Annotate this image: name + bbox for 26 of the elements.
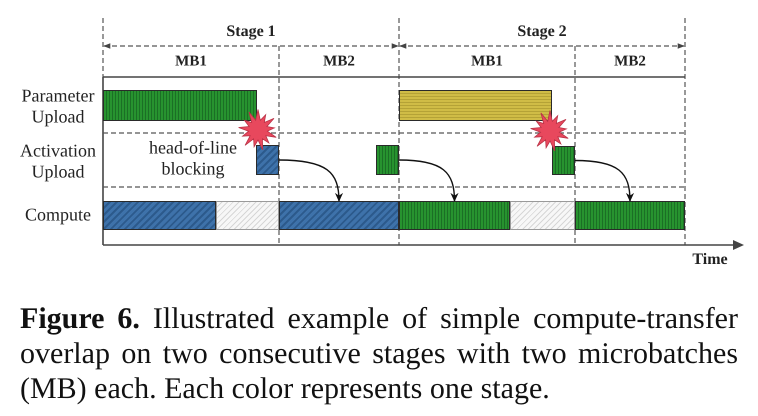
- stage-label: Stage 2: [517, 22, 567, 42]
- stage-label: Stage 1: [226, 22, 276, 42]
- microbatch-label: MB2: [614, 53, 646, 71]
- transfer-bar: [103, 90, 257, 121]
- row-label: Parameter Upload: [22, 85, 94, 127]
- microbatch-label: MB1: [471, 53, 503, 71]
- microbatch-label: MB1: [175, 53, 207, 71]
- transfer-bar: [552, 146, 575, 175]
- curved-arrow: [574, 160, 634, 202]
- row-label: Compute: [25, 204, 91, 226]
- compute-bar: [399, 201, 510, 230]
- transfer-bar: [399, 90, 552, 121]
- microbatch-label: MB2: [323, 53, 355, 71]
- figure-caption: Figure 6. Illustrated example of simple compute-transfer overlap on two consecutive stages with two microbatches (MB) each. Each color represents one stage.: [20, 301, 738, 406]
- transfer-bar: [256, 145, 279, 175]
- compute-bar: [279, 201, 399, 230]
- idle-bar: [510, 201, 575, 230]
- annotation-text: head-of-line blocking: [148, 137, 238, 179]
- compute-bar: [575, 201, 685, 230]
- curved-arrow: [278, 159, 343, 202]
- row-label: Activation Upload: [20, 140, 96, 182]
- axis-label: Time: [692, 250, 728, 270]
- compute-bar: [103, 201, 216, 230]
- idle-bar: [216, 201, 279, 230]
- transfer-bar: [376, 145, 399, 175]
- curved-arrow: [398, 159, 458, 202]
